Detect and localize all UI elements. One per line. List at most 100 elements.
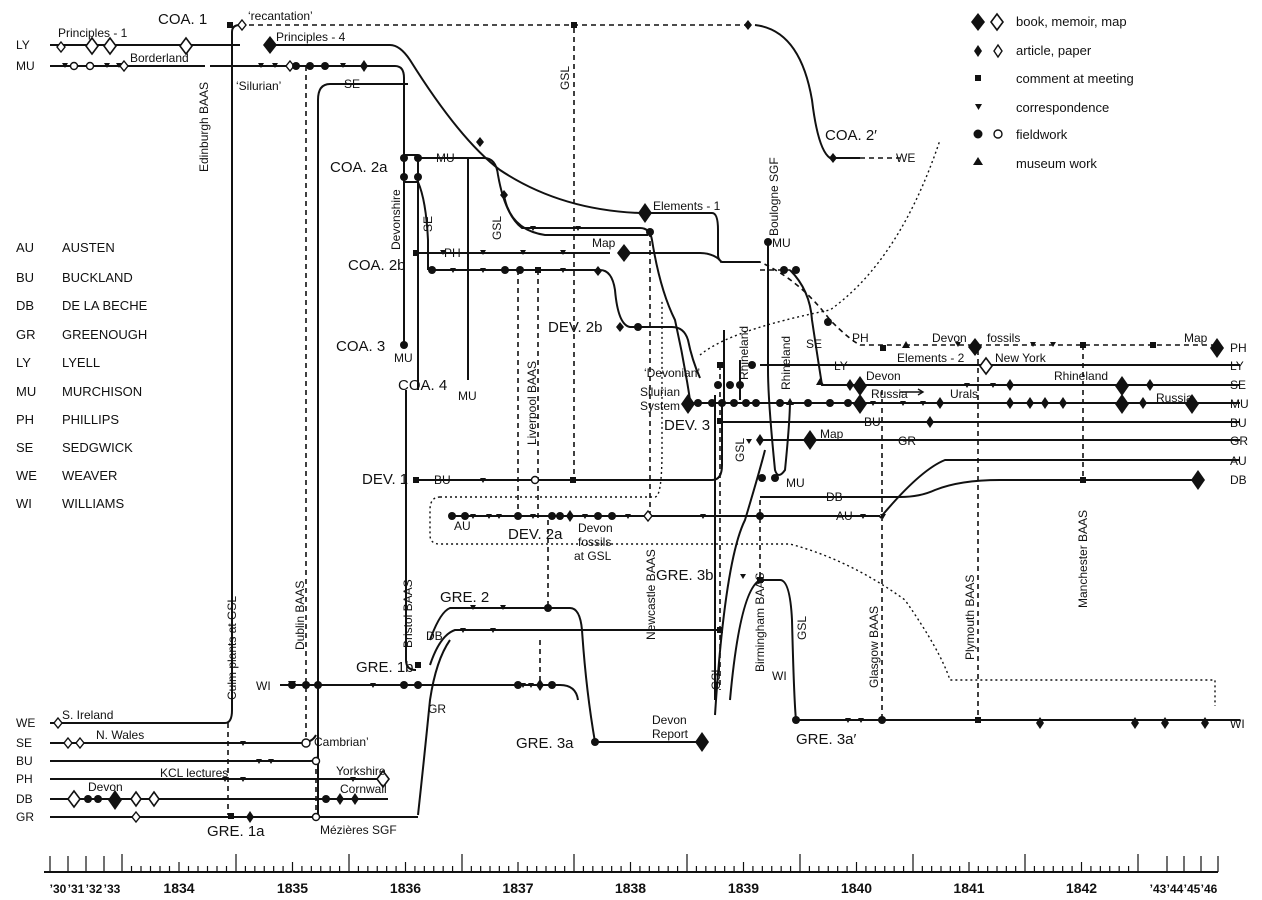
legend-article-label: article, paper (1016, 43, 1092, 58)
svg-text:PH: PH (852, 331, 869, 345)
svg-text:at GSL: at GSL (574, 549, 612, 563)
svg-text:Map: Map (1184, 331, 1208, 345)
episode-gre1a: GRE. 1a (207, 823, 265, 840)
episode-gre2: GRE. 2 (440, 589, 489, 606)
episode-dev1: DEV. 1 (362, 471, 408, 488)
book-map-ph (1210, 338, 1224, 358)
book-rhineland (1115, 376, 1129, 396)
axis-label-year: 1842 (1066, 880, 1097, 896)
line-se-mid (789, 269, 1240, 386)
svg-text:Edinburgh BAAS: Edinburgh BAAS (197, 82, 211, 172)
axis-label-year: 1838 (615, 880, 646, 896)
svg-text:Devon: Devon (932, 331, 967, 345)
axis-label-early: ’32 (86, 882, 103, 896)
axis-label-year: 1836 (390, 880, 421, 896)
right-label-se: SE (1230, 378, 1246, 392)
svg-text:Boulogne SGF: Boulogne SGF (767, 157, 781, 236)
left-label-se: SE (16, 736, 32, 750)
axis-label-year: 1837 (502, 880, 533, 896)
right-label-db: DB (1230, 473, 1247, 487)
axis-label-late: ’43 (1150, 882, 1167, 896)
svg-text:Elements - 2: Elements - 2 (897, 351, 965, 365)
svg-text:Liverpool BAAS: Liverpool BAAS (525, 361, 539, 445)
line-boulogne-mu (767, 242, 791, 476)
svg-text:Principles - 1: Principles - 1 (58, 26, 128, 40)
axis-label-year: 1841 (953, 880, 984, 896)
svg-text:Rhineland: Rhineland (779, 336, 793, 390)
book-map1 (617, 244, 631, 262)
svg-text:WE: WE (896, 151, 915, 165)
markers (53, 18, 1224, 824)
episode-coa2b: COA. 2b (348, 257, 406, 274)
left-label-we: WE (16, 716, 35, 730)
svg-text:DB: DB (826, 490, 843, 504)
right-label-ph: PH (1230, 341, 1247, 355)
line-db-right (760, 479, 1198, 498)
line-we-top (754, 24, 860, 159)
legend-museum-icon (973, 157, 983, 165)
svg-text:GSL: GSL (490, 216, 504, 240)
line-coa3 (403, 182, 419, 390)
svg-text:fossils: fossils (578, 535, 611, 549)
lifelines (50, 24, 1240, 818)
svg-text:Mézières SGF: Mézières SGF (320, 823, 397, 837)
svg-text:‘recantation’: ‘recantation’ (248, 9, 313, 23)
line-bristol (405, 390, 417, 671)
axis-label-early: ’30 (50, 882, 67, 896)
line-elements1 (503, 194, 648, 236)
legend-article-icon (974, 45, 982, 57)
line-gr-down (417, 639, 451, 816)
line-gre2-db (429, 629, 720, 666)
svg-text:Rhineland: Rhineland (1054, 369, 1108, 383)
episode-dev2a: DEV. 2a (508, 526, 563, 543)
svg-text:Yorkshire: Yorkshire (336, 764, 386, 778)
legend-comment-label: comment at meeting (1016, 71, 1134, 86)
left-label-bu: BU (16, 754, 33, 768)
svg-text:Russia: Russia (871, 387, 908, 401)
dotted-outline (429, 139, 1216, 706)
svg-text:N. Wales: N. Wales (96, 728, 144, 742)
svg-text:S. Ireland: S. Ireland (62, 708, 113, 722)
svg-text:MU: MU (436, 151, 455, 165)
line-wi (280, 684, 579, 701)
svg-text:GR: GR (428, 702, 446, 716)
svg-text:Urals: Urals (950, 387, 978, 401)
line-gre2 (429, 607, 700, 743)
episode-coa4: COA. 4 (398, 377, 447, 394)
svg-text:Principles - 4: Principles - 4 (276, 30, 346, 44)
axis-label-year: 1840 (841, 880, 872, 896)
dashed-lines (227, 24, 1215, 815)
line-coa2b (430, 269, 701, 379)
svg-text:GSL: GSL (709, 666, 723, 690)
svg-text:PH: PH (444, 246, 461, 260)
svg-text:Devon: Devon (578, 521, 613, 535)
right-label-mu: MU (1230, 397, 1249, 411)
axis-label-early: ’33 (104, 882, 121, 896)
svg-text:MU: MU (458, 389, 477, 403)
svg-text:MU: MU (772, 236, 791, 250)
svg-text:Birmingham BAAS: Birmingham BAAS (753, 573, 767, 672)
legend-comment-icon (975, 75, 981, 81)
axis-label-year: 1835 (277, 880, 308, 896)
episode-gre3a: GRE. 3a (516, 735, 574, 752)
svg-text:New York: New York (995, 351, 1047, 365)
line-au-right (879, 459, 1240, 519)
legend-fieldwork-label: fieldwork (1016, 127, 1068, 142)
right-label-au: AU (1230, 454, 1247, 468)
book-silurian (681, 394, 695, 414)
svg-text:DB: DB (426, 629, 443, 643)
line-lyell (50, 44, 760, 263)
svg-text:Culm plants at GSL: Culm plants at GSL (225, 596, 239, 700)
line-se-2a (417, 181, 429, 270)
right-label-gr: GR (1230, 434, 1248, 448)
svg-text:SE: SE (421, 216, 435, 232)
book-db (1191, 470, 1205, 490)
svg-text:Map: Map (592, 236, 616, 250)
